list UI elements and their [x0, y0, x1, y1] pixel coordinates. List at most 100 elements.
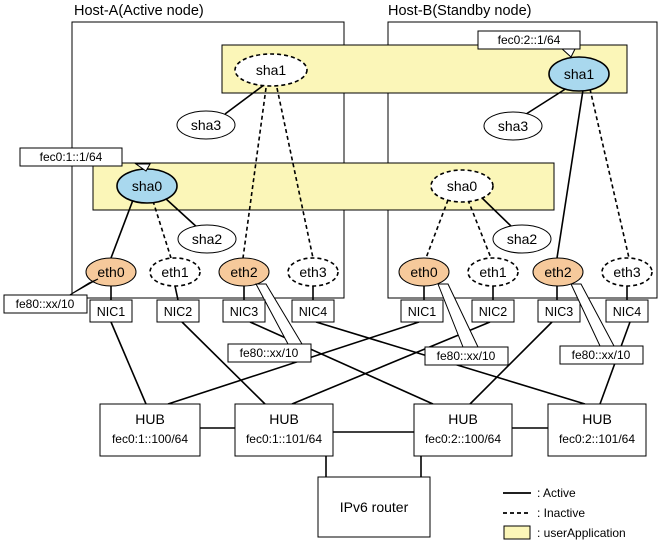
a-nic2	[156, 299, 200, 323]
a-sha0-label: sha0	[132, 178, 163, 194]
hub-3	[413, 403, 513, 457]
hub-1-address: fec0:1::100/64	[112, 432, 188, 446]
a-sha3-label: sha3	[191, 117, 222, 133]
a-eth3[interactable]	[287, 257, 339, 287]
cable-a-nic2-hub2	[181, 321, 266, 405]
b-sha0-resource[interactable]	[430, 169, 494, 203]
b-eth2-ll-box	[559, 345, 644, 365]
hub-4	[547, 403, 647, 457]
b-eth0[interactable]	[398, 257, 450, 287]
legend-userapp-swatch	[503, 525, 531, 540]
b-eth0-label: eth0	[410, 264, 437, 280]
link-b-sha1-eth3	[589, 88, 630, 259]
b-sha3-resource[interactable]	[483, 111, 543, 141]
a-eth2-ll: fe80::xx/10	[240, 346, 299, 360]
b-eth1[interactable]	[467, 257, 519, 287]
a-sha2-resource[interactable]	[177, 224, 237, 254]
b-sha1-address-box	[477, 30, 581, 50]
link-a-sha0-eth1	[152, 200, 172, 259]
a-eth3-label: eth3	[299, 264, 326, 280]
b-sha2-resource[interactable]	[492, 224, 552, 254]
legend-userapp-label: : userApplication	[537, 526, 626, 540]
link-a-eth1-nic2	[174, 285, 179, 301]
a-sha0-address: fec0:1::1/64	[40, 150, 103, 164]
a-nic2-label: NIC2	[164, 305, 193, 319]
a-nic1	[89, 299, 133, 323]
hub-1-label: HUB	[135, 411, 165, 427]
b-nic1-label: NIC1	[408, 305, 437, 319]
a-nic3-label: NIC3	[230, 305, 259, 319]
a-eth2[interactable]	[218, 257, 270, 287]
legend-active-label: : Active	[537, 486, 576, 500]
b-nic3-label: NIC3	[545, 305, 574, 319]
link-b-sha1-sha3	[522, 87, 568, 117]
b-eth3-label: eth3	[613, 264, 640, 280]
a-sha3-resource[interactable]	[176, 110, 236, 140]
cable-a-nic3-hub3	[249, 321, 434, 405]
b-sha3-label: sha3	[498, 118, 529, 134]
link-b-sha1-eth2	[556, 89, 584, 259]
a-nic4	[291, 299, 335, 323]
link-b-sha0-eth0	[425, 199, 449, 259]
b-sha0-label: sha0	[447, 178, 478, 194]
hub-2	[234, 403, 334, 457]
a-eth0-ll: fe80::xx/10	[16, 297, 75, 311]
link-a-sha1-eth2	[242, 87, 267, 259]
b-sha2-label: sha2	[507, 231, 538, 247]
b-nic3	[537, 299, 581, 323]
a-nic3	[222, 299, 266, 323]
hub-4-address: fec0:2::101/64	[559, 432, 635, 446]
b-eth1-label: eth1	[479, 264, 506, 280]
a-sha2-label: sha2	[192, 231, 223, 247]
link-a-sha1-eth3	[276, 87, 314, 259]
hub-2-label: HUB	[269, 411, 299, 427]
host-a-title: Host-A(Active node)	[74, 3, 204, 19]
a-sha0-callout-pointer	[134, 163, 151, 172]
a-sha1-resource[interactable]	[234, 53, 308, 87]
a-eth1-label: eth1	[161, 264, 188, 280]
a-nic4-label: NIC4	[299, 305, 328, 319]
b-sha1-resource[interactable]	[548, 56, 610, 92]
b-nic2	[471, 299, 515, 323]
a-eth2-ll-box	[227, 343, 312, 363]
a-eth0-label: eth0	[97, 264, 124, 280]
link-a-sha0-eth0	[110, 199, 134, 259]
b-eth0-ll-box	[424, 346, 509, 366]
link-b-sha0-sha2	[479, 195, 515, 230]
a-eth2-label: eth2	[230, 264, 257, 280]
a-nic1-label: NIC1	[97, 305, 126, 319]
a-eth0[interactable]	[85, 257, 137, 287]
hub-1	[99, 403, 201, 457]
a-eth0-ll-box	[3, 294, 88, 314]
ipv6-router-label: IPv6 router	[340, 499, 409, 515]
b-sha1-address: fec0:2::1/64	[498, 33, 561, 47]
cable-b-nic1-hub1	[167, 321, 420, 405]
a-eth0-ll-pointer	[67, 278, 99, 297]
b-sha1-label: sha1	[564, 66, 595, 82]
b-nic1	[400, 299, 444, 323]
b-nic4-label: NIC4	[613, 305, 642, 319]
hub-2-address: fec0:1::101/64	[246, 432, 322, 446]
a-eth1[interactable]	[149, 257, 201, 287]
b-eth2[interactable]	[532, 257, 584, 287]
b-nic4	[605, 299, 649, 323]
b-eth2-label: eth2	[544, 264, 571, 280]
a-sha0-address-box	[19, 147, 123, 167]
b-eth2-ll: fe80::xx/10	[572, 348, 631, 362]
b-eth3[interactable]	[601, 257, 653, 287]
cable-a-nic1-hub1	[110, 321, 147, 405]
b-nic2-label: NIC2	[479, 305, 508, 319]
link-a-sha1-sha3	[224, 81, 269, 115]
hub-3-address: fec0:2::100/64	[425, 432, 501, 446]
hub-4-label: HUB	[582, 411, 612, 427]
legend-inactive-label: : Inactive	[537, 506, 585, 520]
cable-b-nic3-hub3	[469, 321, 553, 405]
hub-3-label: HUB	[448, 411, 478, 427]
host-b-title: Host-B(Standby node)	[388, 3, 531, 19]
ipv6-router	[317, 476, 431, 538]
a-sha1-label: sha1	[256, 62, 287, 78]
link-a-sha0-sha2	[164, 197, 200, 230]
cable-b-nic2-hub2	[291, 321, 491, 405]
link-b-sha0-eth1	[467, 199, 492, 259]
